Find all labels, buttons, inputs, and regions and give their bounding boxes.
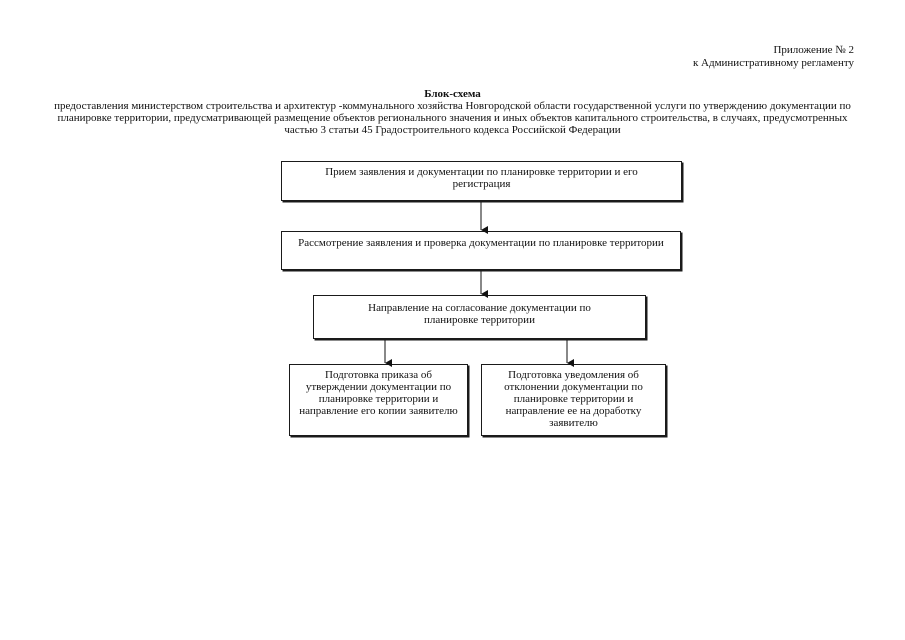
step-label: Рассмотрение заявления и проверка докуме… xyxy=(298,237,664,249)
step-label: Подготовка уведомления об отклонении док… xyxy=(504,369,643,429)
document-title: Блок-схема xyxy=(424,88,481,100)
appendix-reference: к Административному регламенту xyxy=(692,56,854,69)
document-subtitle: предоставления министерством строительст… xyxy=(54,100,851,136)
step-box-approval-routing: Направление на согласование документации… xyxy=(313,295,646,339)
appendix-header: Приложение № 2 к Административному регла… xyxy=(693,44,854,69)
step-label: Направление на согласование документации… xyxy=(368,302,591,326)
step-box-review: Рассмотрение заявления и проверка докуме… xyxy=(281,231,681,270)
step-box-application-intake: Прием заявления и документации по планир… xyxy=(281,161,682,201)
step-label: Подготовка приказа об утверждении докуме… xyxy=(299,369,458,417)
step-box-approval-order: Подготовка приказа об утверждении докуме… xyxy=(289,364,468,436)
step-label: Прием заявления и документации по планир… xyxy=(325,166,638,190)
step-box-rejection-notice: Подготовка уведомления об отклонении док… xyxy=(481,364,666,436)
appendix-number: Приложение № 2 xyxy=(773,44,854,56)
